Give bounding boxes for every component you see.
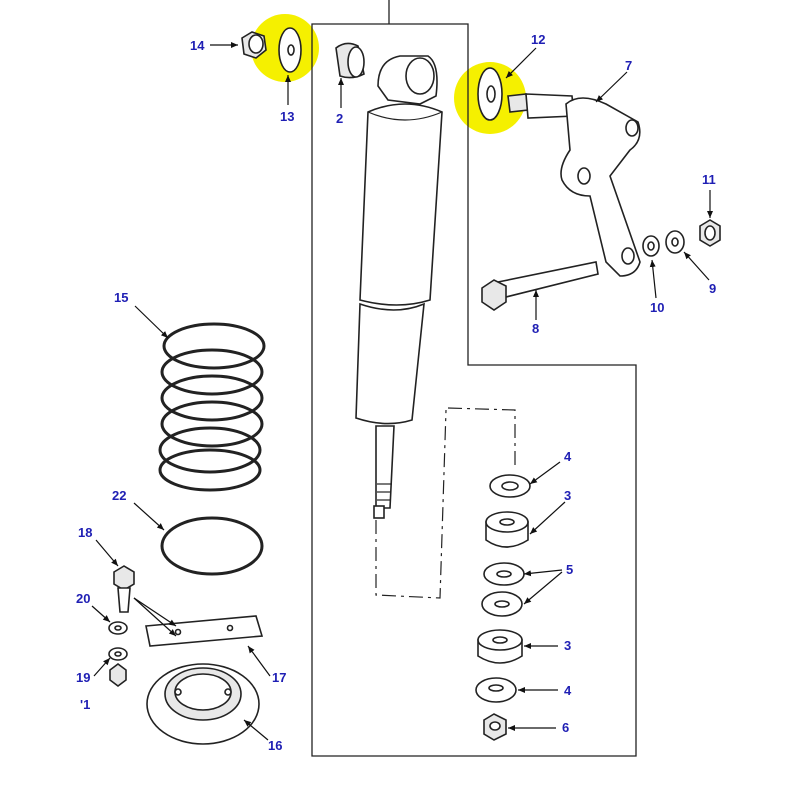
callout-4-bottom: 4 xyxy=(564,683,572,698)
callout-5: 5 xyxy=(566,562,573,577)
nut-part-21 xyxy=(109,663,127,687)
washer-part-5-upper xyxy=(483,562,525,586)
nut-part-11 xyxy=(699,219,721,247)
bush-part-2 xyxy=(335,42,365,79)
callout-6: 6 xyxy=(562,720,569,735)
callout-20: 20 xyxy=(76,591,90,606)
callout-3-bottom: 3 xyxy=(564,638,571,653)
washer-part-20 xyxy=(108,621,128,635)
washer-part-10 xyxy=(642,235,660,257)
callout-labels: 14 13 2 12 7 11 9 10 8 15 22 18 20 19 '1… xyxy=(76,32,716,753)
callout-17: 17 xyxy=(272,670,286,685)
shock-absorber xyxy=(355,55,443,519)
washer-part-12 xyxy=(477,67,503,121)
callout-22: 22 xyxy=(112,488,126,503)
callout-7: 7 xyxy=(625,58,632,73)
bush-part-3-top xyxy=(485,511,529,548)
callout-12: 12 xyxy=(531,32,545,47)
bolt-part-8 xyxy=(481,261,599,311)
washer-part-9 xyxy=(665,230,685,254)
callout-15: 15 xyxy=(114,290,128,305)
spring-seat-part-16 xyxy=(146,663,260,745)
washer-part-5-lower xyxy=(481,591,523,617)
assembly-frame xyxy=(311,0,637,757)
callout-8: 8 xyxy=(532,321,539,336)
callout-4-top: 4 xyxy=(564,449,572,464)
washer-part-4-bottom xyxy=(475,677,517,703)
washer-part-19 xyxy=(108,647,128,661)
callout-19: 19 xyxy=(76,670,90,685)
callout-13: 13 xyxy=(280,109,294,124)
coil-spring-part-15 xyxy=(158,322,266,492)
callout-14: 14 xyxy=(190,38,205,53)
bolt-part-18 xyxy=(113,565,135,613)
nut-part-6 xyxy=(483,713,507,741)
callout-16: 16 xyxy=(268,738,282,753)
dashed-assembly-bracket xyxy=(375,407,516,599)
callout-3-top: 3 xyxy=(564,488,571,503)
callout-9: 9 xyxy=(709,281,716,296)
washer-part-13 xyxy=(278,27,302,73)
bracket-part-7 xyxy=(507,93,641,277)
nut-part-14 xyxy=(241,31,267,59)
callout-18: 18 xyxy=(78,525,92,540)
plate-part-17 xyxy=(145,615,264,647)
leader-lines xyxy=(91,42,713,741)
ring-part-22 xyxy=(160,516,264,576)
bush-part-3-bottom xyxy=(477,629,523,664)
washer-part-4-top xyxy=(489,474,531,498)
callout-21: '1 xyxy=(80,697,90,712)
callout-10: 10 xyxy=(650,300,664,315)
callout-11: 11 xyxy=(702,172,716,187)
callout-2: 2 xyxy=(336,111,343,126)
